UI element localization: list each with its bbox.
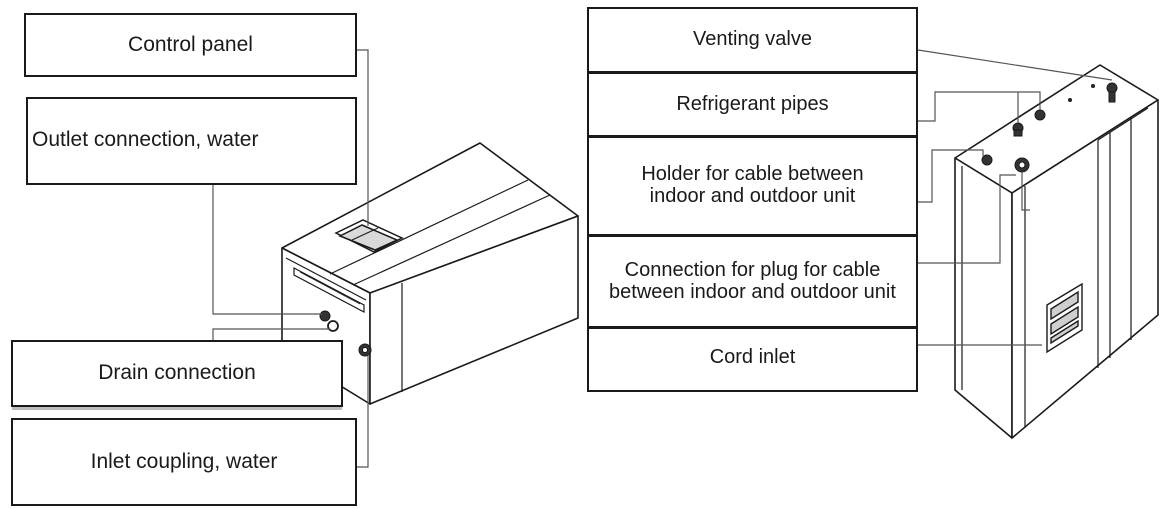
left-control-panel-shape — [334, 219, 404, 253]
label-venting-valve: Venting valve — [587, 7, 918, 73]
right-unit-body — [954, 64, 1159, 439]
label-plug-connection-text: Connection for plug for cable between in… — [609, 258, 896, 303]
label-drain-connection-text: Drain connection — [98, 361, 256, 385]
right-top-fittings — [981, 82, 1118, 173]
right-unit-right-face — [1011, 99, 1159, 439]
label-outlet-connection-text: Outlet connection, water — [32, 128, 259, 151]
label-cable-holder-text: Holder for cable between indoor and outd… — [641, 163, 864, 207]
left-unit-body — [281, 142, 579, 405]
label-inlet-coupling: Inlet coupling, water — [11, 418, 357, 506]
label-cord-inlet: Cord inlet — [587, 328, 918, 392]
left-unit-right-face — [369, 215, 579, 405]
label-cord-inlet-text: Cord inlet — [709, 346, 796, 368]
label-refrigerant-pipes: Refrigerant pipes — [587, 73, 918, 137]
label-plug-connection: Connection for plug for cable between in… — [587, 236, 918, 328]
label-control-panel: Control panel — [24, 13, 357, 77]
label-control-panel-text: Control panel — [128, 32, 253, 56]
label-cable-holder: Holder for cable between indoor and outd… — [587, 137, 918, 236]
label-inlet-coupling-text: Inlet coupling, water — [90, 449, 278, 473]
right-unit-front-face — [954, 157, 1013, 439]
left-connections — [319, 310, 372, 357]
left-leader-lines — [212, 49, 369, 468]
right-control-panel-shape — [1046, 282, 1083, 354]
label-outlet-connection: Outlet connection, water — [26, 97, 357, 185]
label-venting-valve-text: Venting valve — [693, 28, 812, 51]
right-leader-lines — [917, 49, 1113, 346]
label-drain-connection: Drain connection — [11, 340, 343, 407]
label-refrigerant-pipes-text: Refrigerant pipes — [676, 92, 829, 115]
